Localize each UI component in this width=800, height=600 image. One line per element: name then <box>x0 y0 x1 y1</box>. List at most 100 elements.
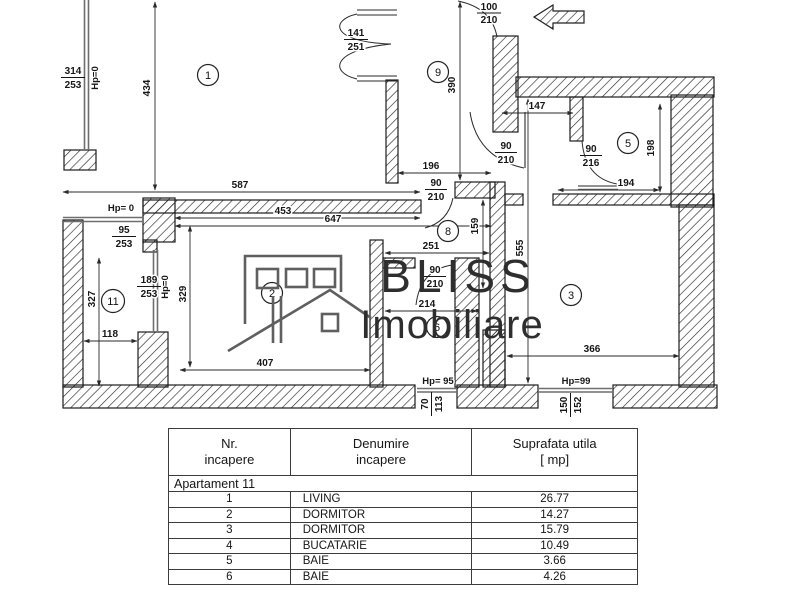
svg-text:251: 251 <box>348 42 365 53</box>
svg-text:11: 11 <box>107 296 118 308</box>
svg-text:100: 100 <box>481 2 498 13</box>
opening-labels: 314 253 Hp=0 141 251 100 210 90 210 90 2… <box>61 1 602 417</box>
room-marker-8: 8 <box>436 219 460 243</box>
room-marker-3: 3 <box>559 283 583 307</box>
label-window-150-152: Hp=99 150 152 <box>558 375 592 417</box>
label-door-entry-90-210: 90 210 <box>495 140 517 168</box>
svg-text:5: 5 <box>625 138 631 150</box>
svg-text:Hp=0: Hp=0 <box>90 66 101 90</box>
dim-647: 647 <box>325 214 342 225</box>
svg-text:1: 1 <box>205 70 211 82</box>
label-door-141-251: 141 251 <box>344 27 368 55</box>
label-door-hall-room2-90-210: 90 210 <box>425 177 447 205</box>
svg-text:253: 253 <box>116 239 133 250</box>
dim-587: 587 <box>232 180 249 191</box>
dim-196: 196 <box>423 161 440 172</box>
dim-453: 453 <box>275 206 292 217</box>
dim-159: 159 <box>470 217 481 234</box>
dim-434: 434 <box>142 79 153 96</box>
svg-text:210: 210 <box>498 155 515 166</box>
svg-text:Hp= 0: Hp= 0 <box>108 203 134 214</box>
window-room3-bottom <box>538 387 613 393</box>
dimension-lines <box>62 1 680 387</box>
door-arc-hall-bath6 <box>415 264 453 306</box>
door-entry <box>469 111 526 169</box>
dim-366: 366 <box>584 344 601 355</box>
label-window-70-113: Hp= 95 70 113 <box>419 375 456 416</box>
dim-327: 327 <box>87 290 98 307</box>
svg-text:Hp= 95: Hp= 95 <box>422 376 454 387</box>
dim-147: 147 <box>529 101 546 112</box>
svg-text:150: 150 <box>559 396 570 413</box>
window-room2-left <box>152 250 159 332</box>
room-marker-6: 6 <box>425 315 449 339</box>
svg-text:Hp=99: Hp=99 <box>562 376 591 387</box>
svg-text:Hp=0: Hp=0 <box>160 275 171 299</box>
header-suprafata: Suprafata utila [ mp] <box>471 428 638 476</box>
svg-text:152: 152 <box>573 396 584 413</box>
label-door-hall-bath6-90-210: 90 210 <box>424 264 446 292</box>
svg-text:6: 6 <box>434 322 440 334</box>
room-marker-1: 1 <box>196 63 220 87</box>
dim-329: 329 <box>178 285 189 302</box>
label-door-100-210: 100 210 <box>477 1 501 28</box>
svg-text:210: 210 <box>481 15 498 26</box>
svg-text:113: 113 <box>434 395 445 412</box>
section-row: Apartament 11 <box>168 475 638 492</box>
dim-194: 194 <box>618 178 635 189</box>
label-window-314-253: 314 253 Hp=0 <box>61 65 103 93</box>
label-window-95-253: Hp= 0 95 253 <box>106 202 136 252</box>
table-header-row: Nr. incapere Denumire incapere Suprafata… <box>168 428 638 476</box>
svg-text:210: 210 <box>427 279 444 290</box>
dim-198: 198 <box>646 139 657 156</box>
dim-118: 118 <box>102 329 119 340</box>
label-door-bath5-90-216: 90 216 <box>580 143 602 171</box>
house-icon <box>227 254 372 353</box>
svg-text:216: 216 <box>583 158 600 169</box>
dim-390: 390 <box>447 76 458 93</box>
room-marker-9: 9 <box>426 60 450 84</box>
windows <box>63 0 618 393</box>
room-area-table: Nr. incapere Denumire incapere Suprafata… <box>168 428 638 585</box>
window-bath6-bottom <box>417 387 457 393</box>
svg-text:253: 253 <box>141 289 158 300</box>
svg-text:90: 90 <box>429 265 441 276</box>
dimension-labels: 587 434 390 147 196 198 194 555 366 453 … <box>86 75 659 371</box>
apartment-label: Apartament 11 <box>168 475 638 492</box>
dim-555: 555 <box>515 239 526 256</box>
walls <box>62 35 718 409</box>
brand-subname: Imobiliare <box>360 303 543 347</box>
label-window-189-253: 189 253 Hp=0 <box>137 274 173 302</box>
svg-text:210: 210 <box>428 192 445 203</box>
svg-text:9: 9 <box>435 67 441 79</box>
door-arc-bath5 <box>581 140 618 185</box>
svg-text:2: 2 <box>269 288 275 300</box>
dim-251: 251 <box>423 241 440 252</box>
svg-text:70: 70 <box>420 398 431 410</box>
entrance-arrow-icon <box>532 3 585 31</box>
window-left-top <box>83 0 90 150</box>
svg-text:90: 90 <box>585 144 597 155</box>
dim-407: 407 <box>257 358 274 369</box>
dim-214: 214 <box>419 299 436 310</box>
header-nr-incapere: Nr. incapere <box>168 428 291 476</box>
window-left-mid <box>63 216 143 223</box>
svg-text:90: 90 <box>430 178 442 189</box>
room-marker-11: 11 <box>100 288 126 314</box>
room-markers: 1 9 5 8 2 3 11 6 <box>100 60 640 339</box>
svg-text:95: 95 <box>118 225 130 236</box>
svg-text:8: 8 <box>445 226 451 238</box>
floorplan-drawing: 587 434 390 147 196 198 194 555 366 453 … <box>61 0 718 417</box>
double-door-living <box>339 9 397 82</box>
svg-text:253: 253 <box>65 80 82 91</box>
brand-name: BLISS <box>380 250 535 302</box>
svg-text:3: 3 <box>568 290 574 302</box>
header-denumire: Denumire incapere <box>289 428 473 476</box>
